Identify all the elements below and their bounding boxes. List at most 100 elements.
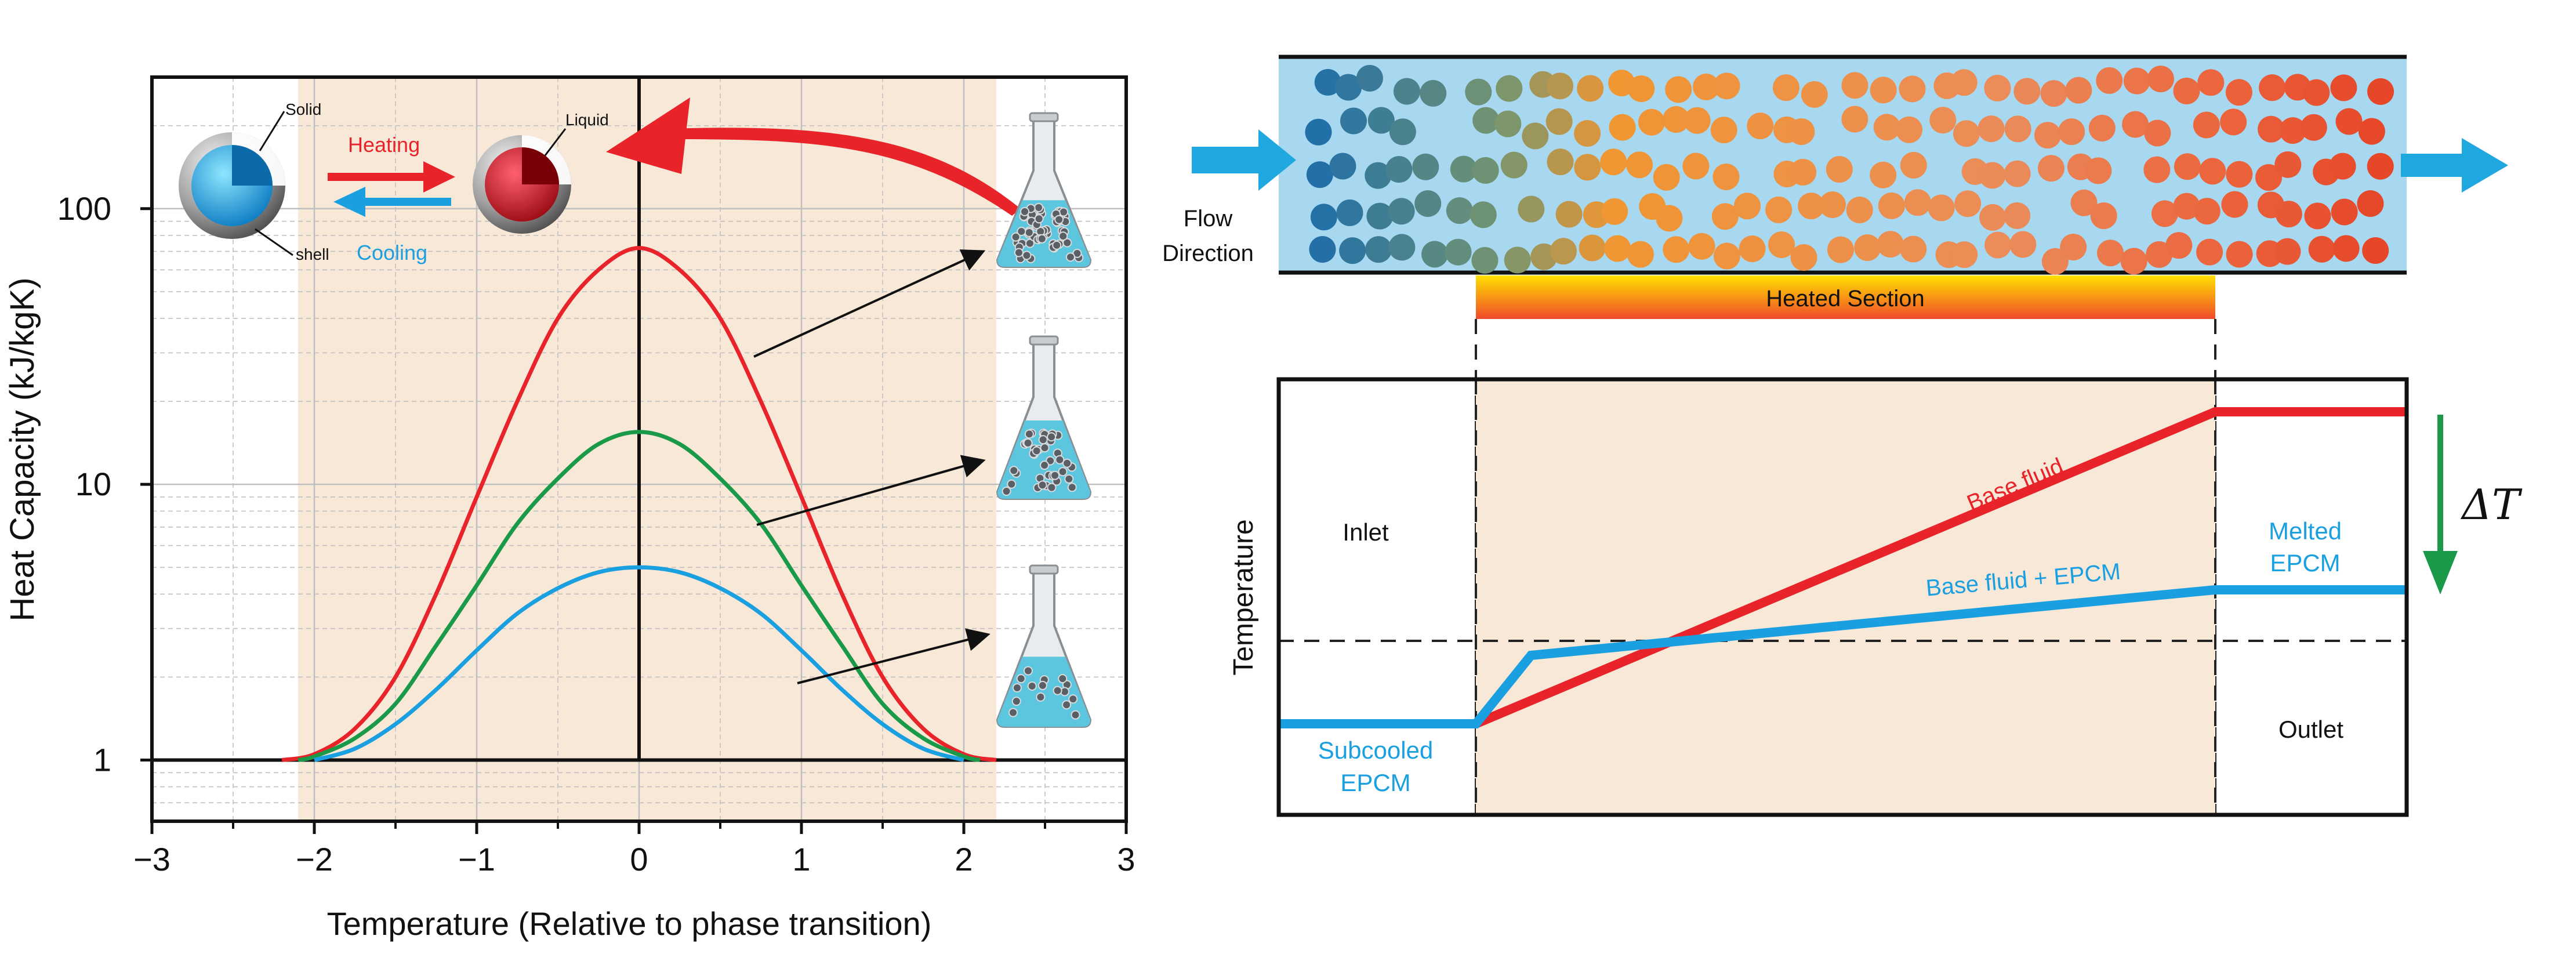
particle	[1365, 162, 1392, 189]
particle	[2173, 77, 2200, 104]
particle	[1577, 75, 1604, 102]
particle	[1854, 234, 1881, 261]
particle	[1790, 244, 1817, 271]
particle	[1878, 192, 1905, 219]
particle	[1739, 235, 1766, 263]
particle	[1550, 238, 1577, 265]
particle	[2258, 115, 2285, 143]
particle	[1951, 241, 1978, 269]
particle	[2173, 193, 2200, 220]
particle	[1335, 74, 1362, 101]
delta-t-label: ΔT	[2460, 480, 2523, 529]
particle	[1663, 106, 1690, 133]
particle	[1579, 234, 1606, 262]
solid-label: Solid	[285, 100, 321, 118]
particle	[2040, 80, 2067, 107]
particle	[2196, 238, 2223, 266]
particle	[1628, 75, 1655, 102]
x-tick-label: 1	[792, 841, 810, 877]
phase-transition-region	[298, 77, 996, 821]
particle	[2220, 108, 2247, 136]
particle	[1412, 153, 1439, 180]
particle	[1329, 153, 1356, 180]
flasks	[996, 112, 1092, 728]
particle	[1420, 79, 1447, 107]
particle	[1790, 158, 1817, 186]
particle	[2329, 153, 2356, 180]
particle	[2279, 117, 2306, 144]
particle	[1472, 157, 1499, 184]
particle	[1684, 107, 1711, 134]
particle	[2123, 67, 2150, 95]
profile-y-label: Temperature	[1228, 519, 1259, 675]
particle	[1367, 107, 1395, 134]
particle	[2226, 241, 2253, 268]
particle	[1954, 190, 1982, 217]
particle	[2090, 202, 2117, 230]
flask	[996, 112, 1092, 268]
particle	[2122, 111, 2149, 138]
particle	[2197, 69, 2225, 96]
liquid-capsule	[473, 128, 571, 234]
particle	[1547, 148, 1574, 176]
particle	[1801, 81, 1828, 108]
particle	[1500, 151, 1528, 179]
particle	[1953, 120, 1980, 147]
flow-label-2: Direction	[1162, 241, 1254, 266]
particle	[1547, 72, 1574, 100]
particle	[2367, 78, 2394, 105]
particle	[2358, 118, 2385, 145]
series-line-3	[314, 565, 964, 762]
outlet-flow-arrow	[2401, 138, 2508, 193]
particle	[1984, 74, 2011, 101]
series-line-1	[281, 246, 997, 763]
particle	[1445, 238, 1472, 266]
particle	[1494, 110, 1522, 137]
particle	[1713, 242, 1740, 270]
particle	[1555, 201, 1583, 228]
particle	[1873, 114, 1900, 141]
x-tick-label: −3	[133, 841, 170, 877]
particle	[1877, 231, 1904, 258]
particle	[2308, 235, 2335, 263]
particle	[1896, 116, 1923, 143]
melted-label-1: Melted	[2269, 517, 2342, 545]
particle	[1979, 162, 2006, 189]
cooling-arrow	[333, 187, 451, 217]
particle	[1929, 107, 1957, 134]
particle	[1928, 194, 1955, 222]
particle	[1609, 114, 1636, 141]
particles	[1305, 64, 2394, 275]
outlet-label: Outlet	[2279, 716, 2343, 743]
particle	[2165, 232, 2193, 259]
particle	[1626, 151, 1653, 179]
particle	[1900, 151, 1927, 179]
particle	[1711, 203, 1739, 230]
particle	[2088, 114, 2116, 142]
particle	[2362, 237, 2389, 264]
particle	[1574, 154, 1601, 181]
particle	[1900, 235, 1927, 263]
particle	[1747, 113, 1774, 140]
particle	[1305, 118, 1332, 146]
particle	[1522, 122, 1549, 150]
particle	[2041, 248, 2069, 275]
particle	[1682, 153, 1710, 180]
particle	[2335, 108, 2363, 135]
particle	[2330, 74, 2357, 101]
particle	[1389, 118, 1416, 146]
particle	[2367, 153, 2394, 180]
particle	[1819, 191, 1846, 219]
particle	[2144, 119, 2171, 147]
particle	[2070, 189, 2098, 216]
particle	[1601, 198, 1628, 225]
particle	[1574, 120, 1601, 147]
particle	[1656, 205, 1683, 232]
particle	[1385, 156, 1413, 183]
flask	[996, 335, 1092, 500]
flow-label-1: Flow	[1184, 206, 1233, 231]
particle	[2085, 157, 2112, 184]
y-tick-label: 10	[75, 466, 111, 502]
